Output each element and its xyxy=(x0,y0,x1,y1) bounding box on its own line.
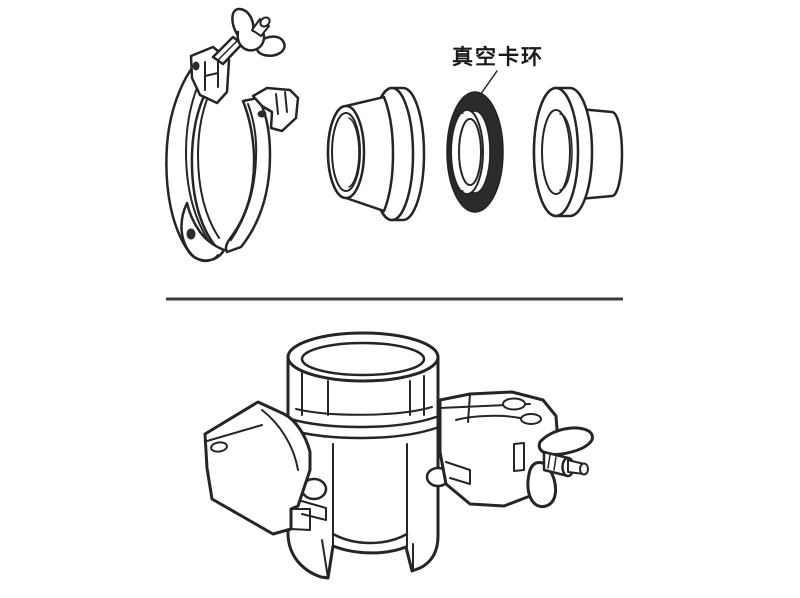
assembled-cross-section xyxy=(203,331,594,580)
oring-label: 真空卡环 xyxy=(452,45,544,69)
right-flange-drawing xyxy=(532,86,624,218)
wing-nut-bottom-icon xyxy=(526,426,594,508)
clamp-hole-left xyxy=(210,441,228,453)
left-flange-drawing xyxy=(326,86,426,222)
clamp-rivet-bottom xyxy=(186,228,196,240)
exploded-view: 真空卡环 xyxy=(165,7,624,263)
clamp-hole-hinge-1 xyxy=(502,397,526,411)
centering-ring-step-left xyxy=(297,499,327,521)
clamp-left-wing-drawing xyxy=(203,400,312,536)
clamp-hole-hinge-2 xyxy=(520,413,542,425)
clamp-rivet-hinge xyxy=(192,61,200,71)
clamp-rivet-jaw xyxy=(257,110,267,118)
centering-ring-drawing xyxy=(446,70,504,213)
wing-nut-top-icon xyxy=(231,7,286,57)
wing-nut-clamp-drawing xyxy=(165,7,300,263)
